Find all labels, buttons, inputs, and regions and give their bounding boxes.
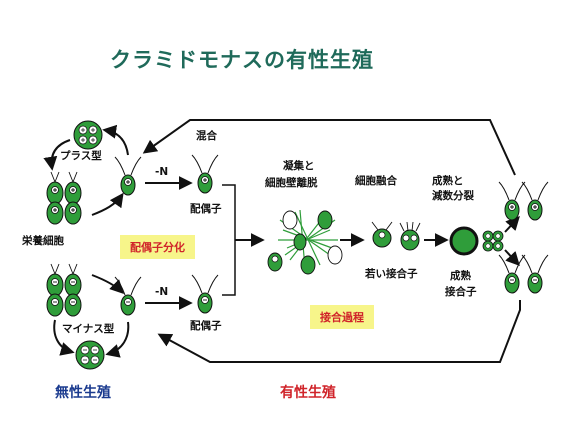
progeny-bottom <box>499 255 548 293</box>
minus-cell <box>115 277 141 315</box>
label-mixing: 混合 <box>196 130 217 142</box>
label-n-top: -N <box>155 166 169 178</box>
mature-zygote <box>449 226 479 256</box>
box-gamete-differentiation: 配偶子分化 <box>120 235 195 259</box>
label-agglutination-1: 凝集と <box>283 160 315 172</box>
page-title: クラミドモナスの有性生殖 <box>110 48 374 72</box>
label-plus-type: プラス型 <box>60 150 102 162</box>
label-n-bottom: -N <box>155 286 169 298</box>
label-cell-fusion: 細胞融合 <box>355 175 397 187</box>
label-mature-zygote-1: 成熟 <box>450 270 471 282</box>
label-mature-zygote-2: 接合子 <box>445 286 477 298</box>
box-conjugation-process: 接合過程 <box>310 305 374 329</box>
cycle-arrow-top <box>142 119 516 176</box>
minus-sporangium <box>75 340 105 370</box>
progeny-top <box>499 182 548 220</box>
agglutination-cluster <box>267 209 343 275</box>
label-vegetative-cells: 栄養細胞 <box>22 235 64 247</box>
label-maturation-2: 減数分裂 <box>432 190 474 202</box>
label-gamete-bottom: 配偶子 <box>190 320 222 332</box>
plus-cell <box>115 157 141 195</box>
label-young-zygote: 若い接合子 <box>365 268 418 280</box>
minus-gamete <box>192 275 218 313</box>
label-maturation-1: 成熟と <box>432 175 464 187</box>
plus-gamete <box>192 155 218 193</box>
young-zygote-2 <box>399 221 421 251</box>
plus-vegetative-cells <box>46 171 82 225</box>
plus-sporangium <box>73 120 103 150</box>
label-sexual-reproduction: 有性生殖 <box>280 385 336 401</box>
label-agglutination-2: 細胞壁離脱 <box>265 177 318 189</box>
label-asexual-reproduction: 無性生殖 <box>55 385 111 401</box>
minus-vegetative-cells <box>46 263 82 317</box>
young-zygote-1 <box>371 221 393 248</box>
label-gamete-top: 配偶子 <box>190 203 222 215</box>
cycle-arrow-bottom <box>157 300 521 363</box>
label-minus-type: マイナス型 <box>62 323 115 335</box>
meiosis-tetrad <box>482 230 504 252</box>
